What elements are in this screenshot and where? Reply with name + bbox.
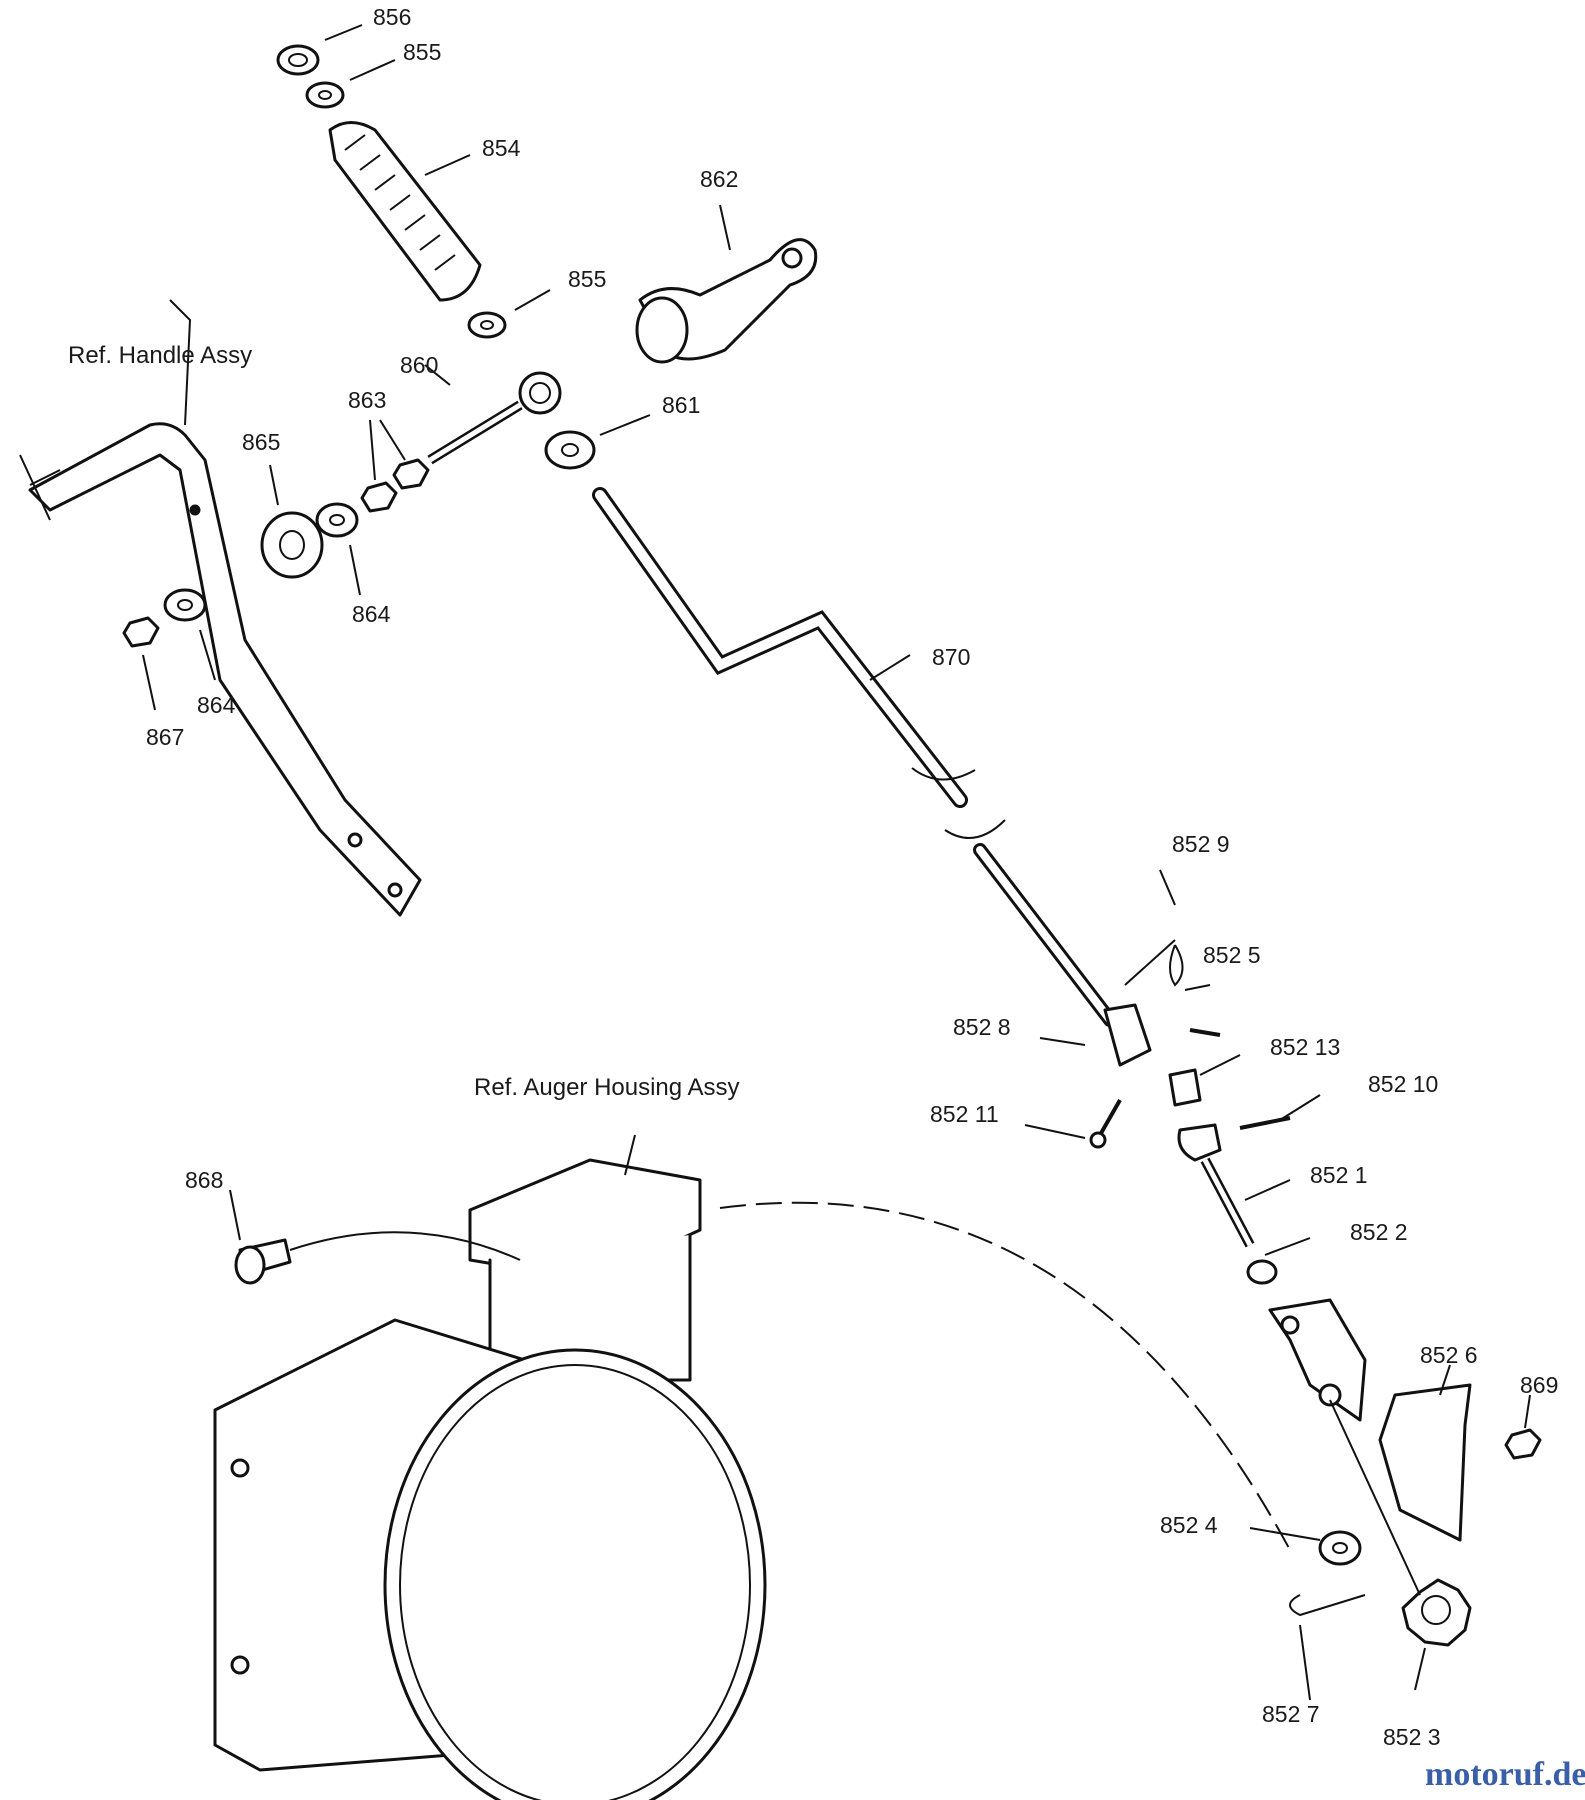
upper-hardware-drawing [122, 44, 818, 648]
label-860: 860 [400, 352, 438, 378]
label-852-2: 852 2 [1350, 1219, 1408, 1245]
label-870: 870 [932, 644, 970, 670]
label-868: 868 [185, 1167, 223, 1193]
part-labels: 856 855 854 862 855 860 861 863 865 864 … [68, 4, 1558, 1750]
label-869: 869 [1520, 1372, 1558, 1398]
label-852-6: 852 6 [1420, 1342, 1478, 1368]
label-852-9: 852 9 [1172, 831, 1230, 857]
label-852-7: 852 7 [1262, 1701, 1320, 1727]
label-852-8: 852 8 [953, 1014, 1011, 1040]
label-852-1: 852 1 [1310, 1162, 1368, 1188]
label-852-11: 852 11 [930, 1101, 999, 1127]
label-854: 854 [482, 135, 521, 161]
label-852-3: 852 3 [1383, 1724, 1441, 1750]
label-862: 862 [700, 166, 738, 192]
label-852-10: 852 10 [1368, 1071, 1438, 1097]
shift-rod-870 [592, 487, 1117, 1027]
watermark: motoruf.de [1425, 1756, 1585, 1793]
label-861: 861 [662, 392, 700, 418]
linkage-852-drawing [1089, 939, 1542, 1647]
label-864-upper: 864 [352, 601, 391, 627]
label-ref-auger-housing-assy: Ref. Auger Housing Assy [474, 1074, 739, 1101]
label-ref-handle-assy: Ref. Handle Assy [68, 342, 252, 369]
label-863: 863 [348, 387, 386, 413]
label-852-5: 852 5 [1203, 942, 1261, 968]
label-852-4: 852 4 [1160, 1512, 1218, 1538]
label-855-top: 855 [403, 39, 441, 65]
handle-assy-drawing [19, 422, 422, 917]
label-856: 856 [373, 4, 411, 30]
label-855-mid: 855 [568, 266, 606, 292]
auger-housing-drawing [213, 1158, 767, 1800]
label-852-13: 852 13 [1270, 1034, 1340, 1060]
label-865: 865 [242, 429, 280, 455]
leader-lines [142, 24, 1531, 1701]
assembly-path-arc [719, 1201, 1291, 1551]
label-867: 867 [146, 724, 184, 750]
label-864-lower: 864 [197, 692, 236, 718]
